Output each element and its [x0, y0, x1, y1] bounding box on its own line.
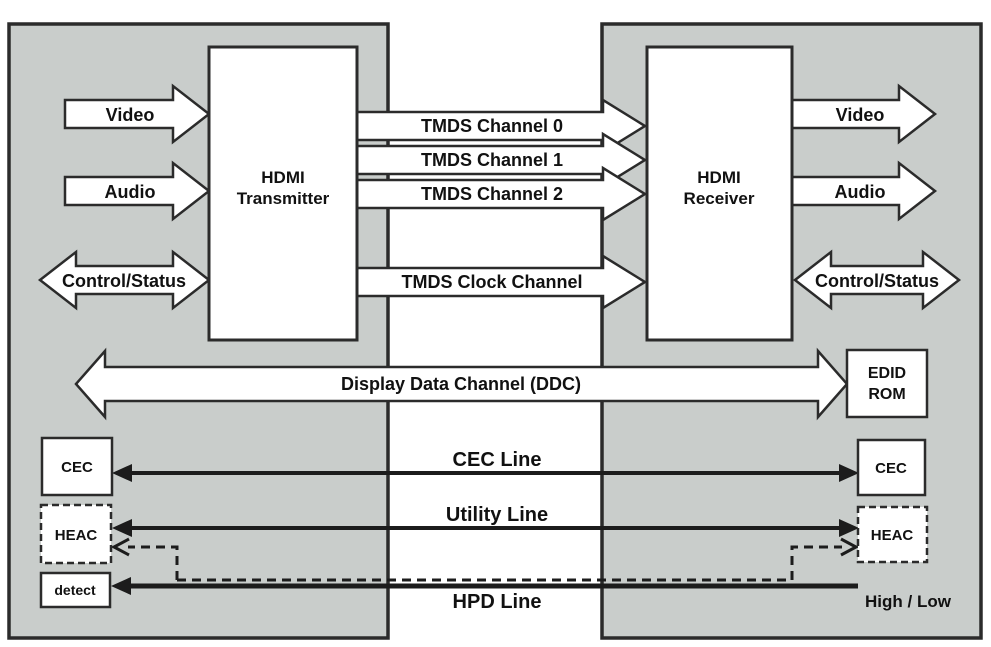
- hpd-open-arrowhead-left: [110, 537, 130, 557]
- cec-arrowhead-right: [839, 464, 859, 482]
- tmds-channel-2-label: TMDS Channel 2: [421, 184, 563, 204]
- tmds-channel-0-arrow: [353, 97, 648, 155]
- transmitter-label-line2: Transmitter: [237, 189, 330, 208]
- tmds-clock-label: TMDS Clock Channel: [401, 272, 582, 292]
- tmds-channel-2-arrow: [353, 165, 648, 223]
- hpd-open-arrowhead-right: [840, 537, 860, 557]
- control-status-source-label: Control/Status: [62, 271, 186, 291]
- edid-label-line2: ROM: [868, 386, 905, 403]
- utility-arrowhead-right: [839, 519, 859, 537]
- edid-label-line1: EDID: [868, 365, 906, 382]
- utility-arrowhead-left: [112, 519, 132, 537]
- tmds-channel-1-label: TMDS Channel 1: [421, 150, 563, 170]
- detect-label: detect: [54, 582, 96, 598]
- video-input-label: Video: [106, 105, 155, 125]
- video-input-arrow: [63, 83, 212, 145]
- edid-rom-box: [845, 348, 929, 419]
- heac-source-label: HEAC: [55, 527, 98, 544]
- cec-source-label: CEC: [61, 459, 93, 476]
- heac-box-source: [39, 503, 113, 565]
- tmds-clock-arrow: [353, 253, 648, 311]
- receiver-label-line1: HDMI: [697, 168, 740, 187]
- tmds-channel-0-label: TMDS Channel 0: [421, 116, 563, 136]
- control-status-sink-arrow: [792, 249, 962, 311]
- cec-sink-label: CEC: [875, 460, 907, 477]
- hpd-dashed-elbow-left: [128, 545, 179, 580]
- ddc-label: Display Data Channel (DDC): [341, 374, 581, 394]
- utility-line-label: Utility Line: [446, 504, 548, 526]
- detect-box: [39, 571, 112, 609]
- hdmi-receiver-box: [645, 45, 794, 342]
- heac-sink-label: HEAC: [871, 527, 914, 544]
- cec-box-source: [40, 436, 114, 497]
- audio-input-arrow: [63, 160, 212, 222]
- video-output-arrow: [790, 83, 938, 145]
- audio-output-arrow: [790, 160, 938, 222]
- hpd-dashed-elbow-right: [790, 545, 842, 580]
- hpd-line-label: HPD Line: [453, 591, 542, 613]
- hpd-level-label: High / Low: [865, 592, 952, 611]
- heac-box-sink: [856, 505, 929, 564]
- cec-box-sink: [856, 438, 927, 497]
- audio-input-label: Audio: [105, 182, 156, 202]
- transmitter-label-line1: HDMI: [261, 168, 304, 187]
- cec-arrowhead-left: [112, 464, 132, 482]
- receiver-label-line2: Receiver: [684, 189, 755, 208]
- audio-output-label: Audio: [835, 182, 886, 202]
- tmds-channel-1-arrow: [353, 131, 648, 189]
- video-output-label: Video: [836, 105, 885, 125]
- control-status-sink-label: Control/Status: [815, 271, 939, 291]
- hpd-arrowhead-left: [111, 577, 131, 595]
- cec-line-label: CEC Line: [453, 449, 542, 471]
- hdmi-transmitter-box: [207, 45, 359, 342]
